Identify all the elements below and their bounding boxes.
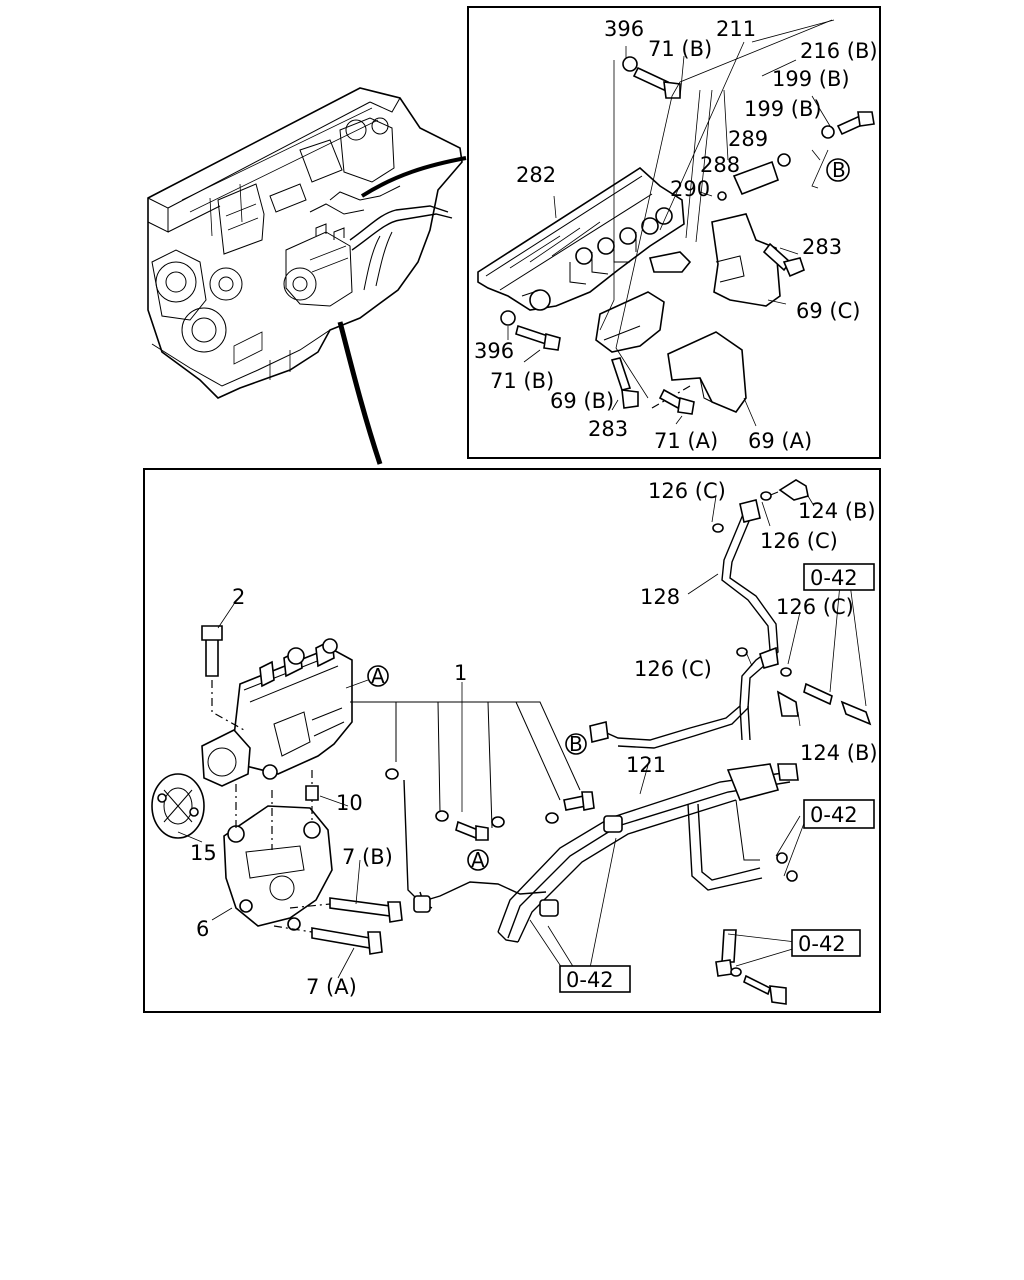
reference-code: 0-42 [810, 566, 858, 590]
fuel-pipes [403, 499, 799, 943]
label-7a: 7 (A) [306, 975, 357, 999]
label-69a: 69 (A) [748, 429, 812, 453]
callout-b-letter: B [832, 158, 846, 182]
callout-circle-a [367, 665, 389, 687]
label-69b: 69 (B) [550, 389, 614, 413]
label-124b: 124 (B) [798, 499, 876, 523]
label-396: 396 [604, 17, 644, 41]
label-71b: 71 (B) [490, 369, 554, 393]
label-283: 283 [588, 417, 628, 441]
label-396: 396 [474, 339, 514, 363]
label-6: 6 [196, 917, 209, 941]
label-121: 121 [626, 753, 666, 777]
label-216b: 216 (B) [800, 39, 878, 63]
reference-box [559, 965, 631, 993]
reference-box [803, 799, 875, 829]
callout-circle-a [467, 849, 489, 871]
label-199b: 199 (B) [772, 67, 850, 91]
label-69c: 69 (C) [796, 299, 860, 323]
label-283: 283 [802, 235, 842, 259]
label-71a: 71 (A) [654, 429, 718, 453]
callout-a-letter: A [471, 848, 485, 872]
label-289: 289 [728, 127, 768, 151]
callout-circle-b [826, 158, 850, 182]
injection-pump [201, 638, 353, 787]
label-124b: 124 (B) [800, 741, 878, 765]
injector-row [569, 207, 673, 285]
pump-bracket [223, 805, 333, 931]
label-288: 288 [700, 153, 740, 177]
label-211: 211 [716, 17, 756, 41]
bottom-panel: A A B 0-42 0-42 0-42 0-42 126 (C) 124 (B… [143, 468, 881, 1013]
label-126c: 126 (C) [776, 595, 854, 619]
label-199b: 199 (B) [744, 97, 822, 121]
label-282: 282 [516, 163, 556, 187]
reference-box [803, 563, 875, 591]
top-panel: B 396 71 (B) 211 216 (B) 199 (B) 199 (B)… [467, 6, 881, 459]
callout-a-letter: A [371, 664, 385, 688]
label-126c: 126 (C) [648, 479, 726, 503]
label-10: 10 [336, 791, 363, 815]
label-126c: 126 (C) [760, 529, 838, 553]
engine-overview [147, 87, 467, 465]
reference-code: 0-42 [810, 803, 858, 827]
label-71b: 71 (B) [648, 37, 712, 61]
label-126c: 126 (C) [634, 657, 712, 681]
reference-box [791, 929, 861, 957]
label-2: 2 [232, 585, 245, 609]
reference-code: 0-42 [798, 932, 846, 956]
label-15: 15 [190, 841, 217, 865]
label-7b: 7 (B) [342, 845, 393, 869]
reference-code: 0-42 [566, 968, 614, 992]
label-128: 128 [640, 585, 680, 609]
callout-b-letter: B [569, 732, 583, 756]
callout-circle-b [565, 733, 587, 755]
coupling [151, 773, 205, 839]
label-290: 290 [670, 177, 710, 201]
label-1: 1 [454, 661, 467, 685]
